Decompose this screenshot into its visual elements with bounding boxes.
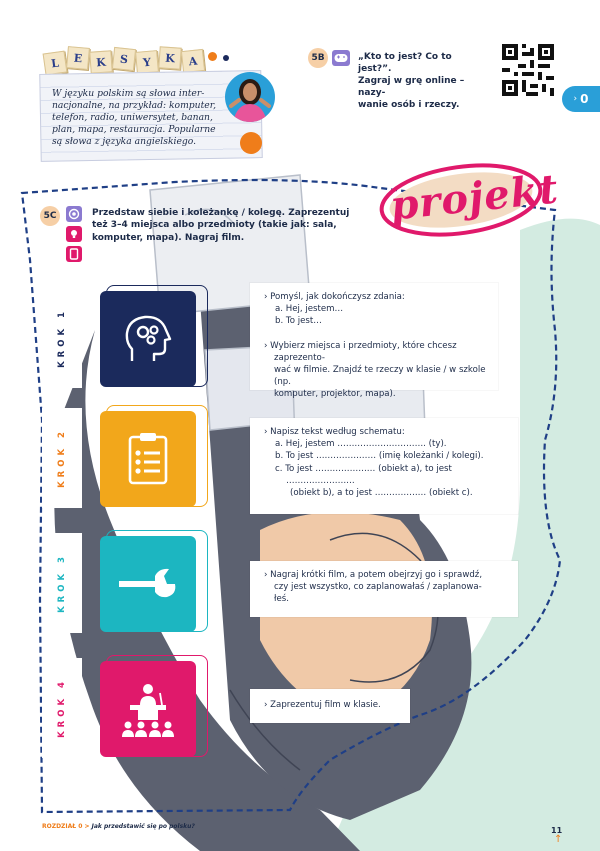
leksyka-line: W języku polskim są słowa inter-: [52, 88, 205, 99]
projekt-logo: projekt: [376, 162, 561, 237]
step-2-icon-tile: [100, 411, 196, 507]
bullet-item: › Pomyśl, jak dokończysz zdania:: [264, 292, 405, 302]
task-line: Przedstaw siebie i koleżankę / kolegę. Z…: [92, 208, 350, 218]
continuation-line: czy jest wszystko, co zaplanowałaś / zap…: [274, 582, 482, 593]
step-1-label-text: KROK 1: [57, 308, 68, 368]
step-3-label: KROK 3: [42, 533, 82, 633]
leksyka-line: plan, mapa, restauracja. Popularne: [52, 124, 216, 135]
qr-code[interactable]: [502, 44, 554, 96]
step-1-box: › Pomyśl, jak dokończysz zdania: a. Hej,…: [250, 283, 498, 399]
step-4-icon-tile: [100, 661, 196, 757]
idea-icon: [66, 226, 82, 242]
footer-separator: >: [84, 823, 90, 830]
task-instruction: Przedstaw siebie i koleżankę / kolegę. Z…: [92, 207, 350, 244]
step-4-label-text: KROK 4: [57, 678, 68, 738]
decor-dot: [240, 132, 262, 154]
girl-photo-icon: [229, 79, 271, 122]
head-gears-icon: [125, 315, 172, 361]
clipboard-checklist-icon: [128, 433, 168, 485]
leksyka-tile: K: [89, 50, 113, 74]
sub-item: b. To jest ………………… (imię koleżanki / kol…: [275, 451, 484, 462]
leksyka-tile: E: [66, 46, 90, 70]
gamepad-icon: [332, 50, 350, 66]
footer-chapter: ROZDZIAŁ 0: [42, 823, 83, 830]
wrench-icon: [119, 568, 176, 598]
camera-icon: [66, 206, 82, 222]
task-badge-5c: 5C: [40, 206, 60, 226]
step-2-label-text: KROK 2: [57, 428, 68, 488]
leksyka-tile: A: [180, 48, 206, 74]
task-line: też 3–4 miejsca albo przedmioty (takie j…: [92, 220, 337, 231]
step-3-box: › Nagraj krótki film, a potem obejrzyj g…: [250, 561, 518, 617]
decor-dot: [223, 55, 229, 61]
step-2-box: › Napisz tekst według schematu: a. Hej, …: [250, 418, 518, 514]
step-3-label-text: KROK 3: [57, 553, 68, 613]
decor-dot: [208, 52, 217, 61]
bullet-item: › Wybierz miejsca i przedmioty, które ch…: [264, 340, 457, 363]
continuation-line: (obiekt b), a to jest ……………… (obiekt c).: [290, 488, 473, 499]
leksyka-tile: L: [42, 50, 68, 76]
tablet-icon: [66, 246, 82, 262]
leksyka-tile: S: [111, 46, 137, 72]
task-badge-5b: 5B: [308, 48, 328, 68]
continuation-line: wać w filmie. Znajdź te rzeczy w klasie …: [274, 365, 486, 388]
arrow-up-icon: ↑: [554, 834, 563, 845]
spacer: [260, 328, 488, 340]
presenter-audience-icon: [122, 684, 174, 737]
task-line: komputer, mapa). Nagraj film.: [92, 232, 245, 243]
leksyka-line: są słowa z języka angielskiego.: [52, 136, 197, 147]
continuation-line: łeś.: [274, 594, 289, 605]
game-line: Zagraj w grę online – nazy-: [358, 76, 465, 98]
game-line: „Kto to jest? Co to jest?”.: [358, 52, 452, 74]
avatar: [225, 72, 275, 122]
step-4-label: KROK 4: [42, 658, 82, 758]
bullet-item: › Nagraj krótki film, a potem obejrzyj g…: [264, 570, 483, 580]
leksyka-note-text: W języku polskim są słowa inter- nacjona…: [52, 88, 230, 148]
sub-item: a. Hej, jestem…: [275, 304, 344, 315]
step-3-icon-tile: [100, 536, 196, 632]
chapter-tab-label: 0: [580, 92, 589, 106]
footer-title: Jak przedstawić się po polsku?: [91, 823, 195, 830]
chapter-tab[interactable]: › 0: [562, 86, 600, 112]
step-1-label: KROK 1: [42, 288, 82, 388]
footer-breadcrumb: ROZDZIAŁ 0 > Jak przedstawić się po pols…: [42, 823, 195, 830]
leksyka-tile: Y: [135, 50, 159, 74]
sub-item: b. To jest…: [275, 316, 322, 327]
bullet-item: › Napisz tekst według schematu:: [264, 427, 405, 437]
leksyka-line: telefon, radio, uniwersytet, banan,: [52, 112, 213, 123]
game-line: wanie osób i rzeczy.: [358, 100, 460, 110]
leksyka-line: nacjonalne, na przykład: komputer,: [52, 100, 217, 111]
step-2-label: KROK 2: [42, 408, 82, 508]
step-1-icon-tile: [100, 291, 196, 387]
page-number: 11: [551, 826, 563, 835]
step-4-box: › Zaprezentuj film w klasie.: [250, 689, 410, 723]
sub-item: a. Hej, jestem …………………………. (ty).: [275, 439, 447, 450]
chevron-right-icon: ›: [573, 94, 578, 104]
bullet-item: › Zaprezentuj film w klasie.: [264, 700, 381, 710]
leksyka-tile: K: [158, 46, 182, 70]
sub-item: c. To jest ………………… (obiekt a), to jest ……: [275, 463, 452, 486]
game-description: „Kto to jest? Co to jest?”. Zagraj w grę…: [358, 51, 488, 111]
continuation-line: komputer, projektor, mapa).: [274, 389, 396, 400]
